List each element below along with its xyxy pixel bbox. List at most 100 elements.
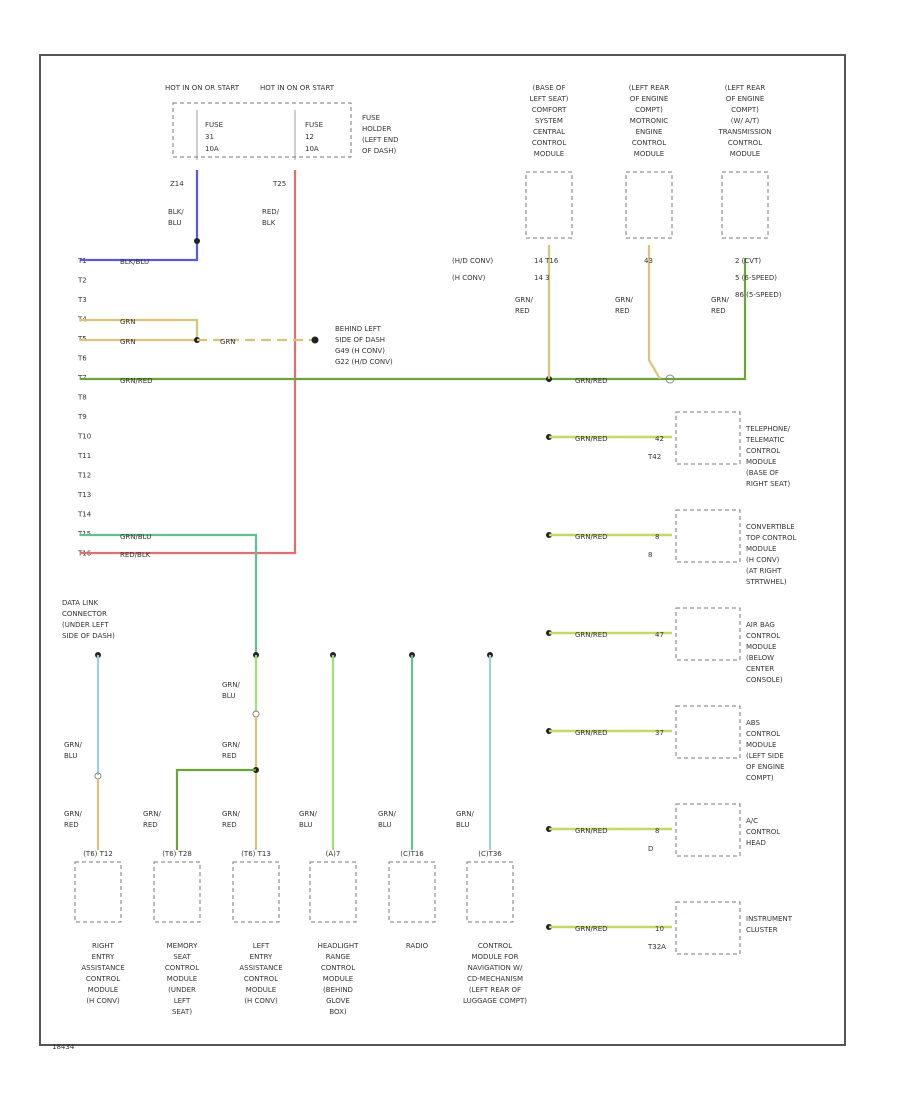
data-link-connector: DATA LINK CONNECTOR (UNDER LEFT SIDE OF …: [62, 599, 115, 775]
fuse-holder-box: [172, 102, 352, 158]
top-module-pin: 5 (6-SPEED): [735, 274, 777, 282]
top-module-wire: RED: [711, 307, 726, 315]
bottom-module: GRN/RED(T6) T28MEMORYSEATCONTROLMODULE(U…: [143, 810, 201, 1016]
bottom-module-label: MODULE: [246, 986, 276, 994]
bottom-module-wire: RED: [143, 821, 158, 829]
bottom-module-label: LEFT: [174, 997, 191, 1005]
ground-label-3: G49 (H CONV): [335, 347, 385, 355]
top-module-label: COMPT): [635, 106, 663, 114]
mid-wire2-1: GRN/: [222, 741, 241, 749]
bottom-module-label: CONTROL: [244, 975, 278, 983]
top-module-label: MOTRONIC: [630, 117, 668, 125]
ground-label-1: BEHIND LEFT: [335, 325, 382, 333]
fuse-a-rating: 10A: [205, 145, 219, 153]
bottom-module-label: HEADLIGHT: [318, 942, 360, 950]
wire-memory-seat: [175, 768, 256, 850]
top-module-label: MODULE: [634, 150, 664, 158]
right-module-label: MODULE: [746, 741, 776, 749]
fuse-a-hot-label: HOT IN ON OR START: [165, 84, 240, 92]
right-module-wire-label: GRN/RED: [575, 631, 608, 639]
bottom-module-label: RIGHT: [92, 942, 115, 950]
dlc-label-1: DATA LINK: [62, 599, 98, 607]
fuse-b-number: 12: [305, 133, 314, 141]
fuse-a-number: 31: [205, 133, 214, 141]
bottom-module-label: CD-MECHANISM: [467, 975, 523, 983]
top-module-wire: GRN/: [711, 296, 730, 304]
wire-t15-label: GRN/BLU: [120, 533, 151, 541]
bottom-module-box: [466, 861, 514, 923]
bottom-module-label: (BEHIND: [323, 986, 353, 994]
right-module-label: TELEPHONE/: [745, 425, 791, 433]
dlc-wire-2: BLU: [64, 752, 77, 760]
bottom-module-box: [153, 861, 201, 923]
bottom-module: GRN/BLU(A)7HEADLIGHTRANGECONTROLMODULE(B…: [299, 810, 359, 1016]
bottom-module-wire: GRN/: [64, 810, 83, 818]
top-module-label: COMPT): [731, 106, 759, 114]
right-module-label: STRTWHEL): [746, 578, 787, 586]
bottom-module: GRN/RED(T6) T12RIGHTENTRYASSISTANCECONTR…: [64, 810, 125, 1005]
right-module-label: AIR BAG: [746, 621, 775, 629]
diagram-frame: [39, 54, 846, 1046]
right-module-label: (LEFT SIDE: [746, 752, 784, 760]
bottom-module-label: LEFT: [253, 942, 270, 950]
right-module-label: CONTROL: [746, 632, 780, 640]
bottom-module-label: ENTRY: [92, 953, 115, 961]
bottom-module-pin: (T6) T12: [83, 850, 113, 858]
dlc-label-3: (UNDER LEFT: [62, 621, 109, 629]
bottom-module-box: [74, 861, 122, 923]
right-module-pin: 10: [655, 925, 664, 933]
right-module-conn: T42: [647, 453, 661, 461]
right-module-label: A/C: [746, 817, 758, 825]
diagram-id: 18434: [52, 1043, 75, 1051]
bottom-module-label: MODULE: [88, 986, 118, 994]
dlc-label-4: SIDE OF DASH): [62, 632, 115, 640]
right-module-box: [675, 509, 741, 563]
wire-t5-label: GRN: [120, 338, 136, 346]
bottom-module-wire: GRN/: [222, 810, 241, 818]
top-module-box: [721, 171, 769, 239]
right-module-box: [675, 901, 741, 955]
fuse-a-pin: Z14: [170, 180, 184, 188]
top-module-label: CONTROL: [632, 139, 666, 147]
right-module-label: OF ENGINE: [746, 763, 785, 771]
right-module-box: [675, 803, 741, 857]
right-module-pin: 47: [655, 631, 664, 639]
bottom-module-wire: BLU: [456, 821, 469, 829]
wire-grn-red-bus: [80, 258, 747, 381]
right-module-label: INSTRUMENT: [746, 915, 793, 923]
top-module-pin: 14 3: [534, 274, 550, 282]
ground-label-2: SIDE OF DASH: [335, 336, 385, 344]
top-module-wire: RED: [515, 307, 530, 315]
top-module-pin: 2 (CVT): [735, 257, 761, 265]
top-module-pin: 43: [644, 257, 653, 265]
right-module-label: TOP CONTROL: [745, 534, 797, 542]
right-module-pin: 37: [655, 729, 664, 737]
bottom-module-label: MODULE FOR: [471, 953, 518, 961]
gateway-pin-label: T14: [77, 511, 92, 519]
right-module-label: CONTROL: [746, 828, 780, 836]
right-module-label: HEAD: [746, 839, 766, 847]
bottom-module-label: BOX): [329, 1008, 347, 1016]
fuse-holder-label-4: OF DASH): [362, 147, 397, 155]
bottom-module-label: LUGGAGE COMPT): [463, 997, 527, 1005]
bottom-module-wire: BLU: [299, 821, 312, 829]
gateway-pin-label: T9: [77, 413, 87, 421]
fuse-a-wire-1: BLK/: [168, 208, 184, 216]
top-module-box: [525, 171, 573, 239]
bottom-module-wire: RED: [222, 821, 237, 829]
right-module-box: [675, 705, 741, 759]
gateway-pin-label: T6: [77, 355, 87, 363]
gateway-pin-label: T11: [77, 452, 91, 460]
right-module-label: COMPT): [746, 774, 774, 782]
top-module-label: ENGINE: [636, 128, 663, 136]
bottom-module-label: (UNDER: [168, 986, 196, 994]
top-module-label: CENTRAL: [533, 128, 565, 136]
fuse-holder-label-1: FUSE: [362, 114, 380, 122]
